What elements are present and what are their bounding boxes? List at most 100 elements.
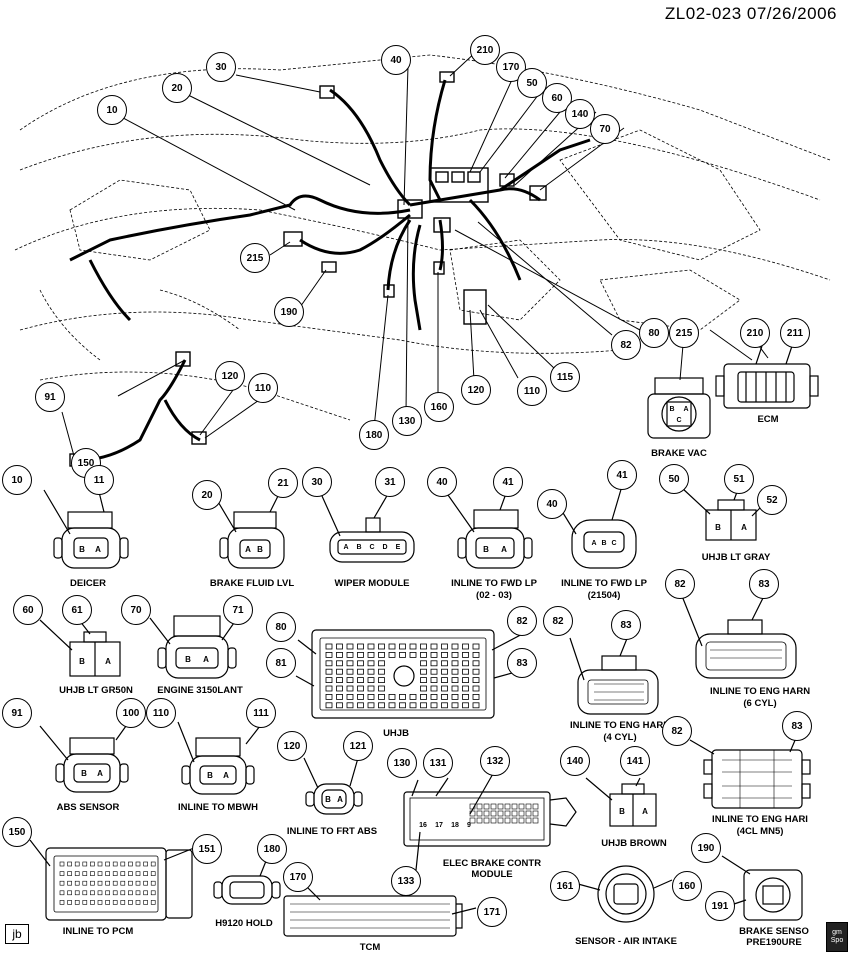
pin-cavity: [409, 694, 417, 700]
pin-cavity: [532, 817, 539, 824]
pin-cavity: [325, 677, 333, 683]
pin-cavity: [451, 660, 459, 667]
callout-70b: 70: [121, 595, 151, 625]
pin-cavity: [135, 880, 141, 886]
callout-41: 41: [493, 467, 523, 497]
pin-cavity: [490, 810, 497, 817]
pin-cavity: [357, 702, 364, 709]
pin-cavity: [420, 643, 427, 650]
callout-111: 111: [246, 698, 276, 728]
callout-151: 151: [192, 834, 222, 864]
pin-cavity: [525, 803, 532, 810]
label-inline-fwd-lp-a: INLINE TO FWD LP: [451, 578, 537, 589]
pin-cavity: [451, 643, 459, 650]
pin-cavity: [150, 900, 156, 905]
label-eng-harn-6: INLINE TO ENG HARN: [709, 686, 811, 697]
pin-cavity: [399, 702, 406, 709]
pin-cavity: [504, 803, 511, 810]
callout-61: 61: [62, 595, 92, 625]
mbwh-connector-art: [177, 721, 261, 795]
callout-210b: 210: [740, 318, 770, 348]
callout-91b: 83: [749, 569, 779, 599]
pin-cavity: [325, 702, 333, 709]
label-uhjb-lt-gray: UHJB LT GRAY: [701, 552, 771, 563]
callout-210: 210: [470, 35, 500, 65]
pin-cavity: [112, 890, 118, 896]
pin-cavity: [325, 668, 333, 675]
pin-label: C: [676, 417, 682, 424]
pin-cavity: [441, 660, 448, 667]
pin-cavity: [135, 861, 141, 867]
label-eng-harn-mn5-sub: (4CL MN5): [736, 826, 784, 837]
pin-cavity: [74, 890, 80, 896]
uhjb-brown-connector-art: [585, 777, 657, 827]
callout-100: 91: [35, 382, 65, 412]
uhjb-connector-art: [295, 629, 531, 719]
pin-cavity: [82, 890, 88, 896]
jb-badge: jb: [5, 924, 29, 944]
pin-cavity: [420, 677, 427, 683]
pin-cavity: [430, 652, 438, 658]
label-sensor-air-intake: SENSOR - AIR INTAKE: [575, 936, 677, 947]
uhjb-green-connector-art: [39, 615, 121, 677]
label-h9120-hold: H9120 HOLD: [215, 918, 273, 929]
pin-cavity: [472, 643, 480, 650]
h9120-connector-art: [213, 855, 281, 905]
pin-label: B: [81, 769, 87, 778]
pin-cavity: [469, 817, 476, 824]
pin-cavity: [325, 694, 333, 700]
callout-140b: 140: [560, 746, 590, 776]
pin-cavity: [430, 643, 438, 650]
pin-cavity: [150, 890, 156, 896]
pin-cavity: [357, 660, 364, 667]
callout-71: 71: [223, 595, 253, 625]
callout-170: 160: [424, 392, 454, 422]
brake-fluid-connector-art: [213, 487, 285, 569]
pin-cavity: [462, 694, 469, 700]
pin-cavity: [74, 900, 80, 905]
pin-cavity: [378, 685, 385, 692]
callout-215b: 215: [669, 318, 699, 348]
pin-cavity: [472, 668, 480, 675]
pin-cavity: [472, 677, 480, 683]
pin-cavity: [388, 643, 396, 650]
eng-harn-mn5-connector-art: [689, 737, 811, 809]
pin-cavity: [441, 668, 448, 675]
callout-170b: 160: [672, 871, 702, 901]
pin-cavity: [336, 652, 343, 658]
pin-cavity: [504, 810, 511, 817]
pin-cavity: [430, 668, 438, 675]
pin-cavity: [409, 643, 417, 650]
callout-115: 115: [550, 362, 580, 392]
logo-text-bottom: Spo: [830, 937, 844, 944]
air-intake-connector-art: [577, 865, 673, 923]
pin-cavity: [120, 900, 126, 905]
pin-cavity: [67, 871, 72, 876]
pin-cavity: [336, 643, 343, 650]
callout-20: 20: [162, 73, 192, 103]
pin-cavity: [105, 900, 110, 905]
pin-cavity: [357, 694, 364, 700]
pin-cavity: [518, 810, 525, 817]
pin-cavity: [82, 900, 88, 905]
label-inline-mbwh: INLINE TO MBWH: [177, 802, 259, 813]
callout-110: 110: [517, 376, 547, 406]
callout-40b: 40: [427, 467, 457, 497]
pin-cavity: [420, 685, 427, 692]
callout-82: 82: [507, 606, 537, 636]
pin-cavity: [105, 890, 110, 896]
pin-cavity: [483, 810, 490, 817]
pin-cavity: [511, 803, 518, 810]
callout-11: 11: [84, 465, 114, 495]
pin-cavity: [451, 702, 459, 709]
pin-cavity: [441, 702, 448, 709]
label-engine-coolant: ENGINE 3150LANT: [157, 685, 243, 696]
pin-cavity: [518, 803, 525, 810]
inline-fwd-b-connector-art: [559, 485, 637, 569]
label-eng-harn-4-sub: (4 CYL): [603, 732, 637, 743]
pin-cavity: [90, 890, 95, 896]
pin-label: A: [501, 545, 507, 554]
pin-cavity: [367, 702, 375, 709]
pin-cavity: [143, 880, 148, 886]
